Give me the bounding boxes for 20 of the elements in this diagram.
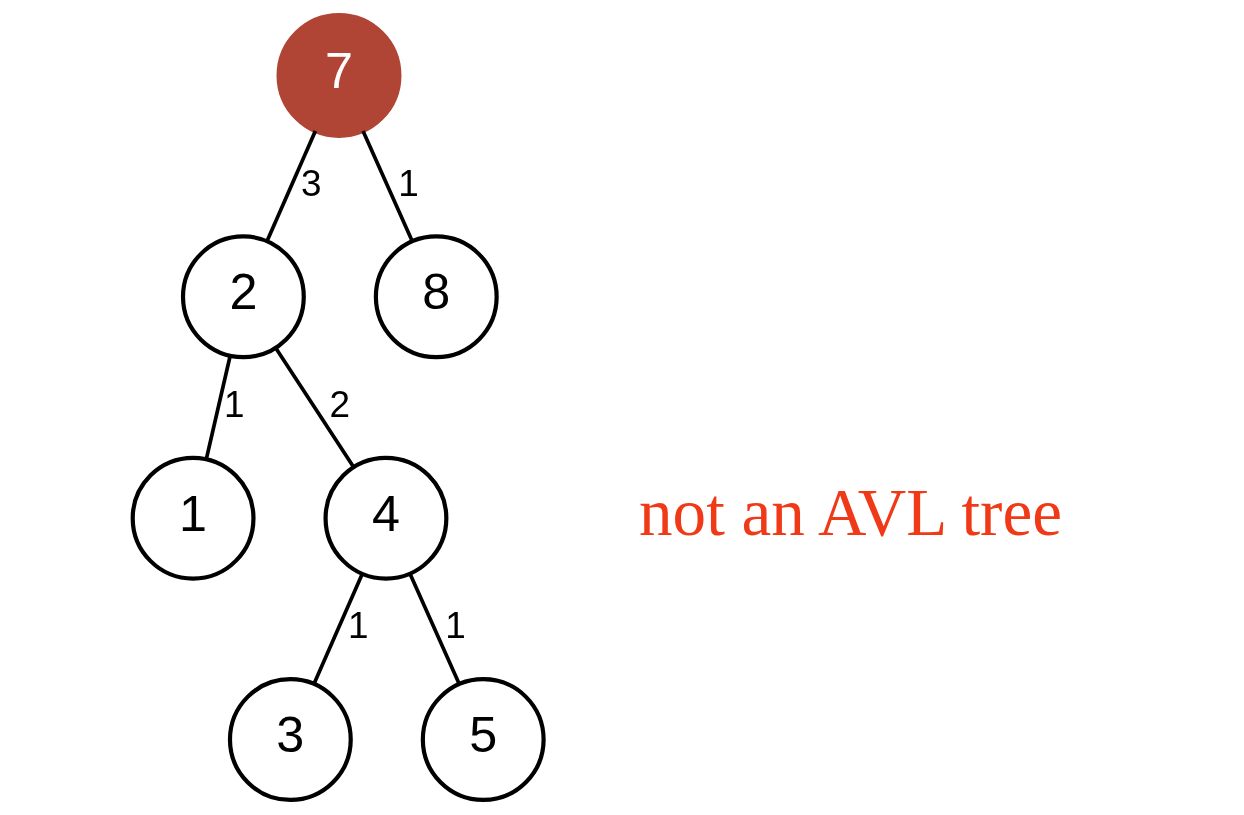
edge-label: 1: [398, 162, 419, 204]
node-circle: 3: [227, 677, 353, 803]
node-circle: 1: [130, 455, 256, 581]
node-circle: 7: [276, 12, 402, 138]
connector: [204, 355, 232, 460]
connector: [408, 573, 461, 685]
node-circle: 5: [420, 677, 546, 803]
connector: [361, 130, 414, 242]
edge-label: 2: [329, 383, 351, 425]
node-circle: 4: [323, 455, 449, 581]
connector: [274, 346, 355, 468]
node-circle: 2: [180, 234, 306, 360]
node-circle: 8: [373, 234, 499, 360]
edge-label: 1: [445, 605, 466, 647]
edge-label: 3: [301, 162, 322, 204]
connector: [265, 130, 318, 242]
edge-label: 1: [223, 383, 245, 425]
connector: [312, 573, 364, 685]
edge-label: 1: [348, 605, 369, 647]
label: not an AVL tree: [639, 474, 1062, 550]
